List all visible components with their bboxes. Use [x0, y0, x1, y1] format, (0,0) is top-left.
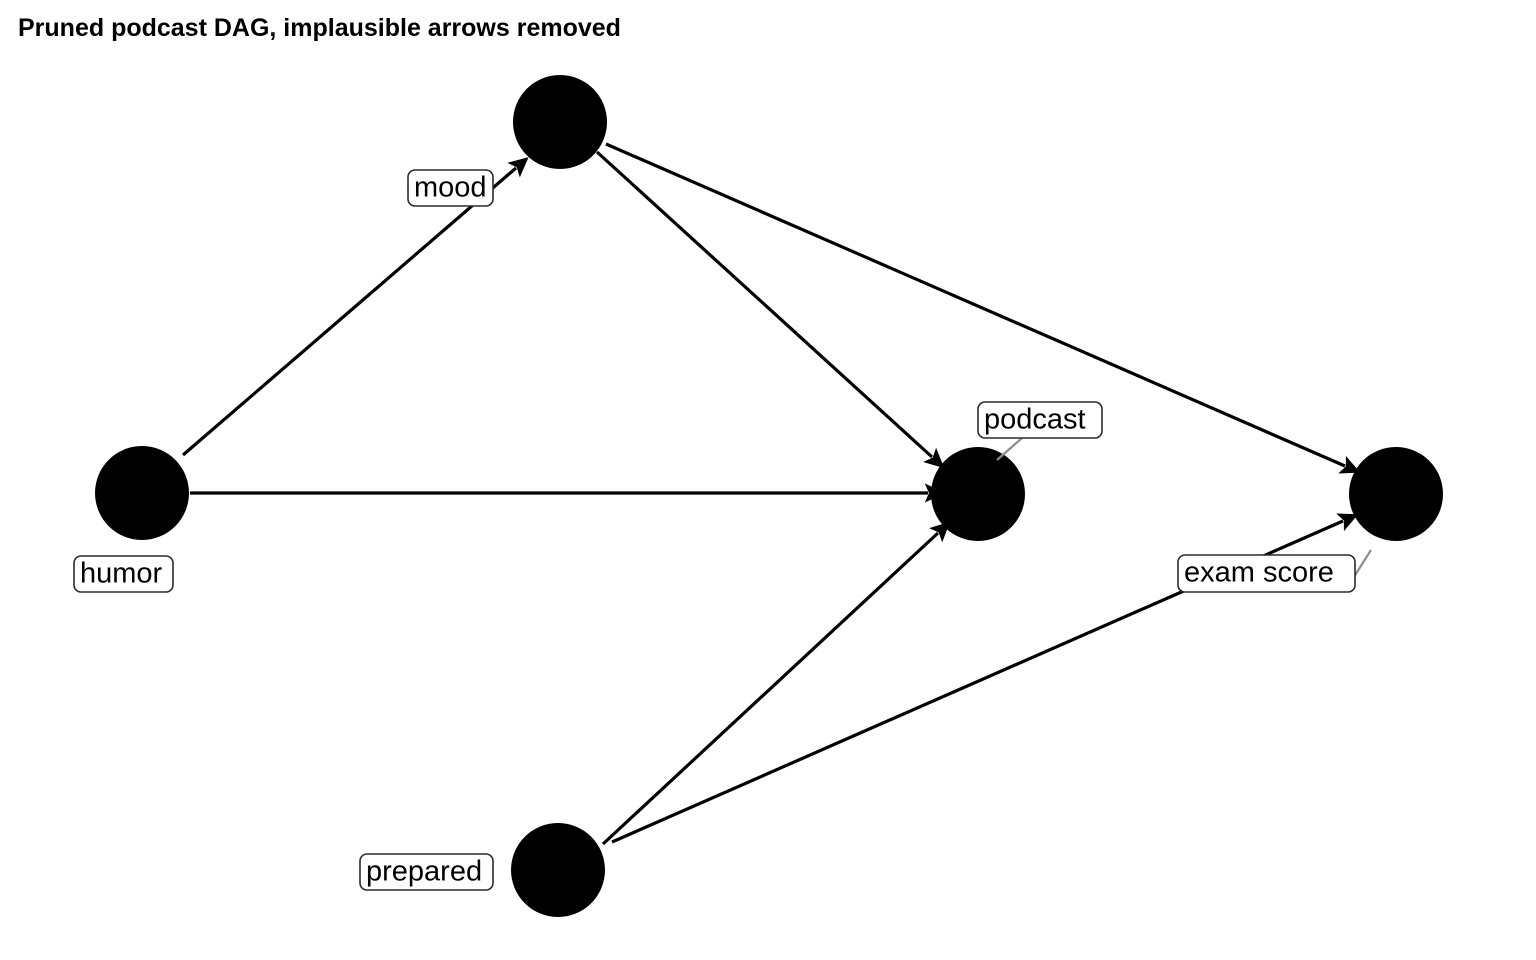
node-humor[interactable] — [95, 446, 189, 540]
labels-layer: mood humor podcast exam score prepared — [73, 169, 1356, 891]
edge-mood-to-podcast — [595, 150, 945, 469]
node-label-box-exam_score — [1177, 554, 1356, 593]
node-label-podcast[interactable]: podcast — [977, 401, 1103, 439]
node-exam_score[interactable] — [1349, 447, 1443, 541]
node-label-text-podcast: podcast — [984, 404, 1086, 436]
node-podcast[interactable] — [931, 447, 1025, 541]
node-label-box-prepared — [359, 853, 494, 891]
edges-layer — [181, 142, 1361, 846]
node-label-exam_score[interactable]: exam score — [1177, 554, 1356, 593]
node-label-humor[interactable]: humor — [73, 555, 174, 593]
edge-humor-to-mood — [181, 157, 529, 457]
node-label-text-humor: humor — [80, 558, 163, 590]
leader-line-podcast — [996, 437, 1023, 461]
page-title: Pruned podcast DAG, implausible arrows r… — [18, 14, 621, 42]
node-prepared[interactable] — [511, 823, 605, 917]
nodes-layer — [95, 75, 1443, 917]
edge-prepared-to-podcast — [601, 521, 951, 846]
node-label-prepared[interactable]: prepared — [359, 853, 494, 891]
node-mood[interactable] — [513, 75, 607, 169]
node-label-box-humor — [73, 555, 174, 593]
node-label-box-podcast — [977, 401, 1103, 439]
edge-mood-to-exam-score — [605, 142, 1361, 474]
node-label-text-mood: mood — [414, 172, 487, 204]
node-label-mood[interactable]: mood — [407, 169, 494, 207]
node-label-text-prepared: prepared — [366, 856, 482, 888]
node-label-text-exam_score: exam score — [1184, 557, 1334, 589]
node-label-box-mood — [407, 169, 494, 207]
